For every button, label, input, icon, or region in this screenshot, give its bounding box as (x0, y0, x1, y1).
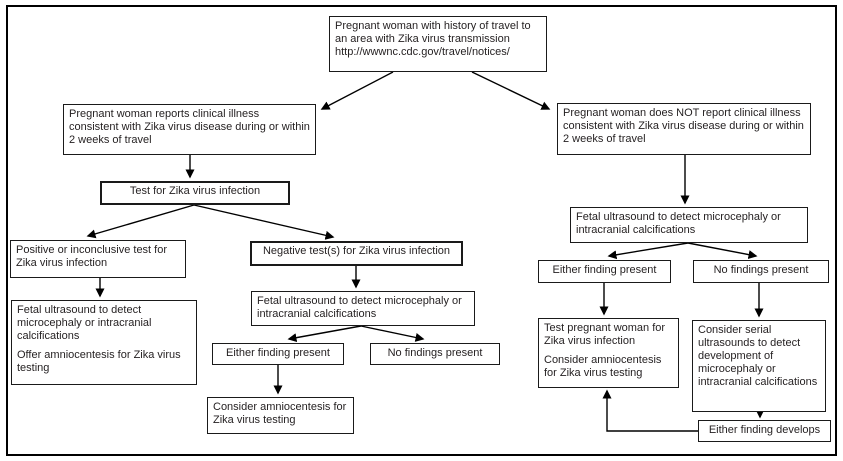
node-test-pregnant-woman: Test pregnant woman for Zika virus infec… (538, 318, 679, 388)
node-consider-amniocentesis: Consider amniocentesis for Zika virus te… (207, 397, 354, 434)
node-ultrasound-mid: Fetal ultrasound to detect microcephaly … (251, 291, 475, 326)
node-either-finding-present-left: Either finding present (212, 343, 344, 365)
node-no-findings-present-right: No findings present (693, 260, 829, 283)
node-positive-test: Positive or inconclusive test for Zika v… (10, 240, 186, 278)
node-serial-ultrasounds: Consider serial ultrasounds to detect de… (692, 320, 826, 412)
node-negative-test: Negative test(s) for Zika virus infectio… (250, 241, 463, 266)
node-no-findings-present-left: No findings present (370, 343, 500, 365)
node-travel-history: Pregnant woman with history of travel to… (329, 16, 547, 72)
node-no-illness: Pregnant woman does NOT report clinical … (557, 103, 811, 155)
node-reports-illness: Pregnant woman reports clinical illness … (63, 104, 316, 155)
node-ultrasound-offer-amnio: Fetal ultrasound to detect microcephaly … (11, 300, 197, 385)
node-test-pregnant-woman-line1: Test pregnant woman for Zika virus infec… (544, 322, 666, 347)
travel-notices-url: http://wwwnc.cdc.gov/travel/notices/ (335, 46, 510, 58)
node-either-finding-develops: Either finding develops (698, 420, 831, 442)
node-test-pregnant-woman-line2: Consider amniocentesis for Zika virus te… (544, 354, 662, 379)
node-test-zika: Test for Zika virus infection (100, 181, 290, 205)
node-travel-history-text: Pregnant woman with history of travel to… (335, 20, 531, 45)
outer-border (6, 5, 837, 456)
node-ultrasound-offer-amnio-line2: Offer amniocentesis for Zika virus testi… (17, 349, 181, 374)
node-ultrasound-right: Fetal ultrasound to detect microcephaly … (570, 207, 808, 243)
node-ultrasound-offer-amnio-line1: Fetal ultrasound to detect microcephaly … (17, 304, 152, 342)
node-either-finding-present-right: Either finding present (538, 260, 671, 283)
